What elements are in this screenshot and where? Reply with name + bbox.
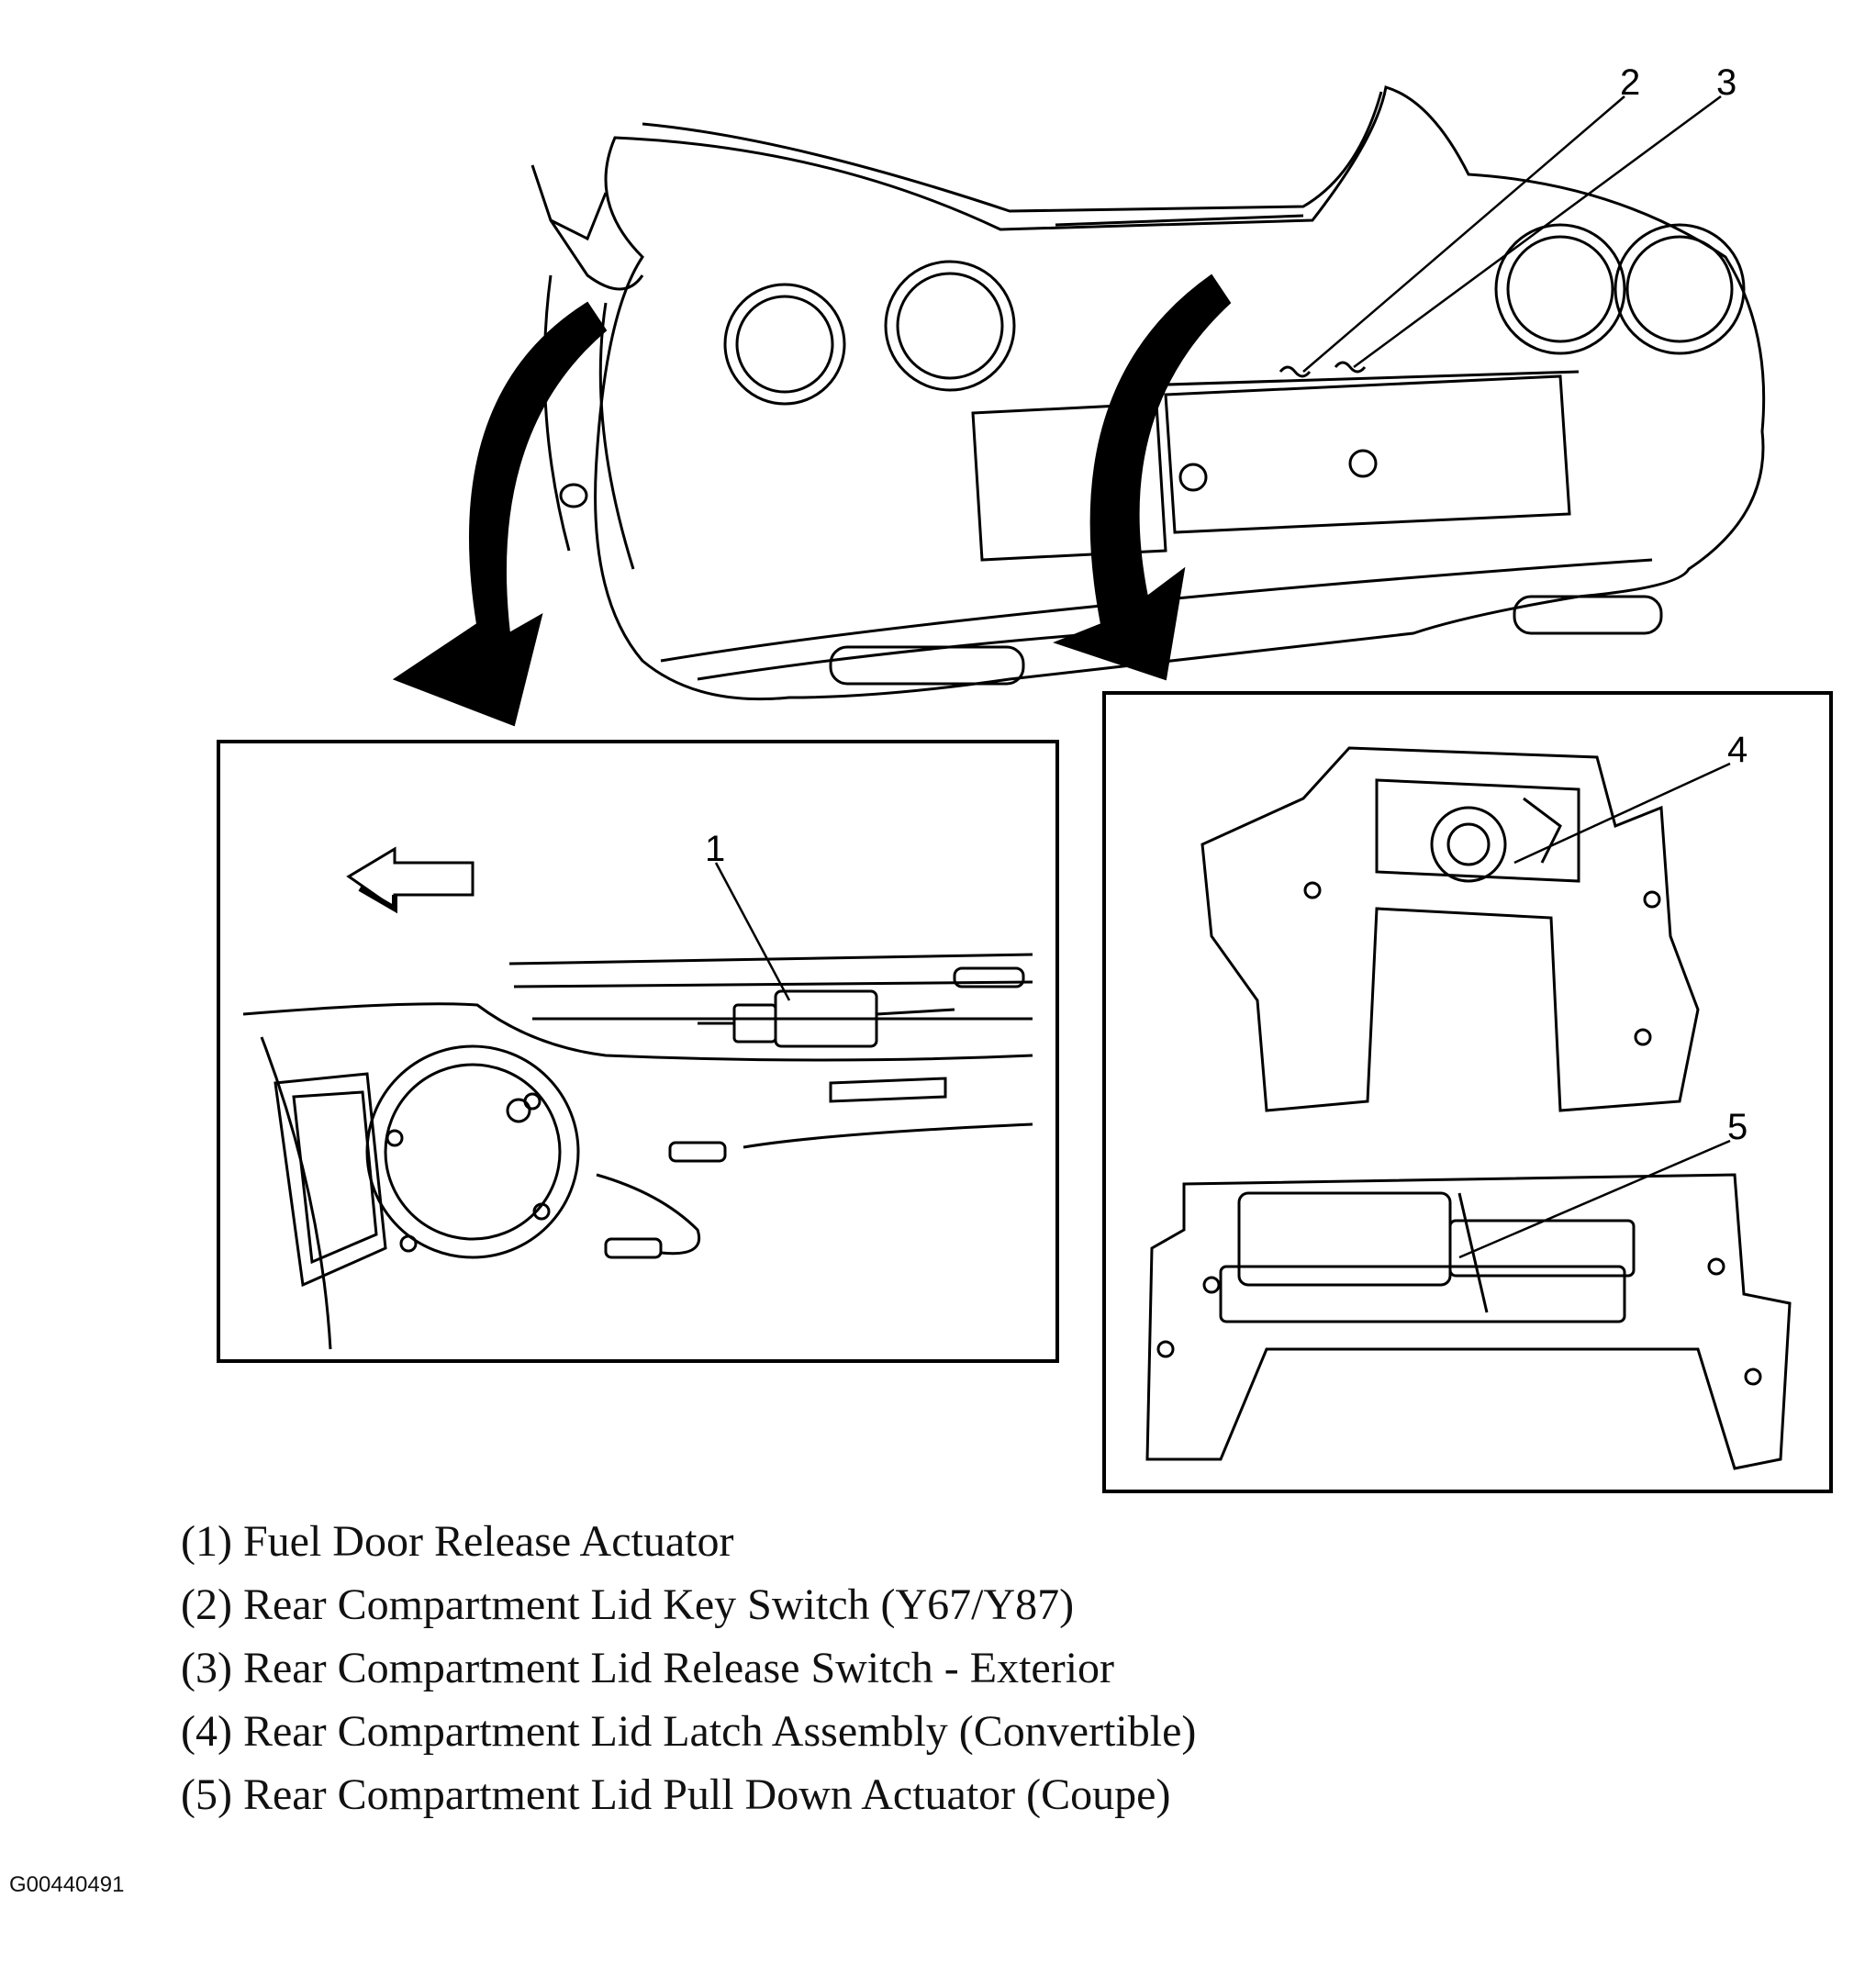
legend-item: (1) Fuel Door Release Actuator	[181, 1517, 734, 1566]
left-curved-arrow-icon	[392, 301, 608, 727]
forward-arrow-icon	[346, 846, 475, 911]
legend-item: (3) Rear Compartment Lid Release Switch …	[181, 1644, 1115, 1692]
callout-3: 3	[1716, 62, 1736, 103]
legend-item: (4) Rear Compartment Lid Latch Assembly …	[181, 1707, 1197, 1756]
right-curved-arrow-icon	[1053, 274, 1232, 681]
callout-1: 1	[705, 829, 725, 869]
pointer-arrows	[392, 274, 1232, 727]
component-legend: (1) Fuel Door Release Actuator (2) Rear …	[181, 1510, 1196, 1826]
callout-2: 2	[1620, 62, 1640, 103]
callout-5: 5	[1727, 1107, 1748, 1147]
fuel-door-inset	[217, 740, 1059, 1363]
legend-item: (5) Rear Compartment Lid Pull Down Actua…	[181, 1770, 1171, 1819]
figure-id: G00440491	[9, 1872, 125, 1897]
callout-4: 4	[1727, 730, 1748, 770]
rear-compartment-inset	[1102, 691, 1833, 1493]
legend-item: (2) Rear Compartment Lid Key Switch (Y67…	[181, 1580, 1075, 1629]
